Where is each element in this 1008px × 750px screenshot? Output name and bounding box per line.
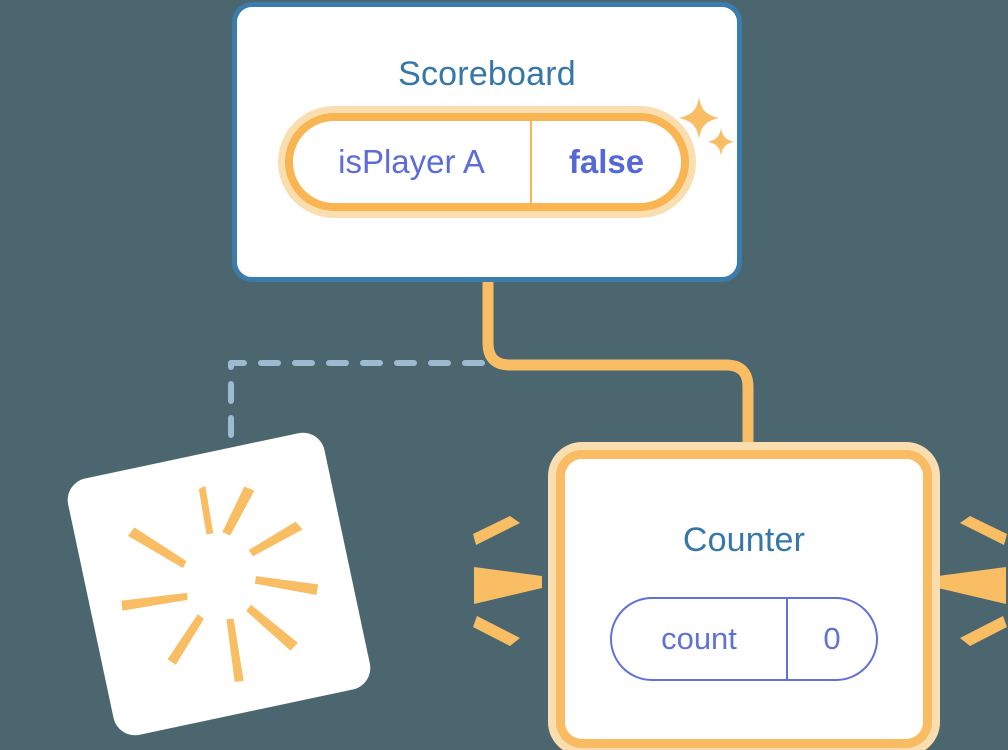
state-pill-value: false <box>568 143 645 180</box>
state-pill-counter[interactable]: count 0 <box>610 597 878 681</box>
sparkle-large-icon <box>679 97 719 139</box>
connector-scoreboard-to-counter-solid <box>482 282 754 460</box>
component-card-scoreboard[interactable]: Scoreboard isPlayer A false <box>232 2 742 282</box>
burst-right-icon <box>938 516 1007 646</box>
sparkle-small-icon <box>708 128 734 156</box>
component-card-counter[interactable]: Counter count 0 <box>556 450 932 748</box>
rerender-flash-card[interactable] <box>63 428 375 740</box>
counter-title: Counter <box>682 521 806 559</box>
rerender-burst-icon <box>121 485 319 682</box>
state-pill-key: isPlayer A <box>293 121 532 203</box>
state-pill-value: 0 <box>823 621 841 656</box>
burst-left-icon <box>473 516 542 646</box>
state-pill-scoreboard[interactable]: isPlayer A false <box>285 113 689 211</box>
scoreboard-title: Scoreboard <box>398 55 576 93</box>
connector-scoreboard-to-rerender-card-dashed <box>228 360 485 473</box>
state-pill-key: count <box>612 599 788 679</box>
